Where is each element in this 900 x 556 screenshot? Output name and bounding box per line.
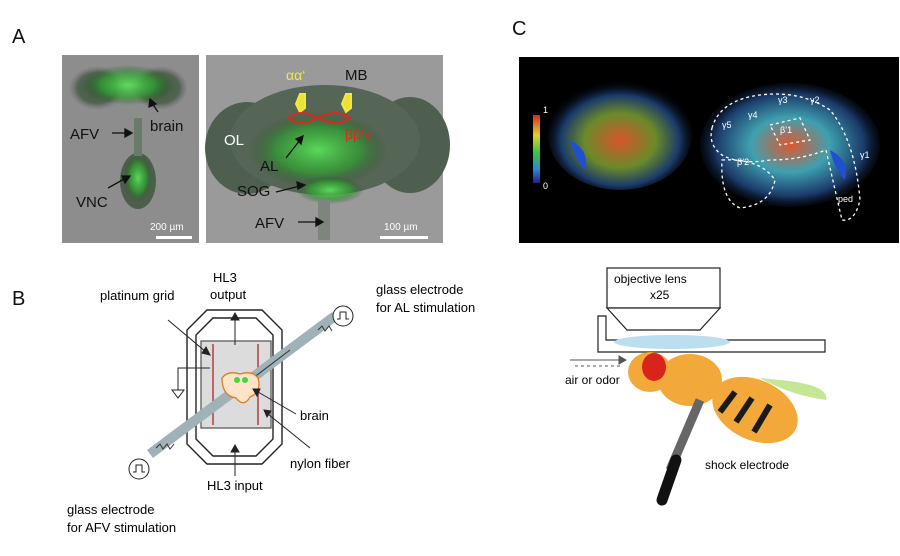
region-g5: γ5	[722, 120, 732, 130]
mb-aa-left	[294, 93, 306, 114]
label-platinum-grid: platinum grid	[100, 288, 174, 303]
region-b1: β’1	[780, 125, 792, 135]
label-hl3-output-2: output	[210, 287, 247, 302]
al-stimulator-icon	[332, 305, 354, 327]
holder-plate	[597, 315, 826, 353]
label-brain-b: brain	[300, 408, 329, 423]
ped-right	[830, 150, 846, 180]
water-drop	[614, 335, 730, 349]
label-aa: αα‘	[286, 67, 305, 83]
scale-bar-right	[380, 236, 428, 239]
bee-eye	[642, 353, 666, 381]
region-g3: γ3	[778, 95, 788, 105]
colorbar	[533, 115, 540, 183]
region-b2: β’2	[737, 157, 749, 167]
ped-left	[570, 140, 586, 170]
label-mb: MB	[345, 67, 368, 84]
label-glass-al-2: for AL stimulation	[376, 300, 475, 315]
label-al: AL	[260, 158, 278, 175]
afv-stimulator-icon	[128, 458, 150, 480]
bee-thorax	[658, 354, 722, 406]
mb-left-activity	[548, 80, 692, 190]
shock-electrode-tip	[656, 454, 682, 506]
region-ped: ped	[838, 194, 853, 204]
mb-aa-right	[340, 93, 352, 114]
colorbar-max: 1	[543, 105, 548, 115]
label-objective-2: x25	[650, 288, 670, 302]
region-g4: γ4	[748, 110, 758, 120]
region-g1: γ1	[860, 150, 870, 160]
label-brain: brain	[150, 118, 183, 135]
afv-nerve-right	[318, 200, 330, 240]
ground-icon	[171, 389, 185, 399]
objective-taper	[605, 307, 722, 331]
region-outlines	[710, 93, 861, 221]
label-afv-right: AFV	[255, 215, 284, 232]
label-shock-electrode: shock electrode	[705, 458, 789, 472]
label-hl3-input: HL3 input	[207, 478, 263, 493]
label-bb: ββ’γ	[345, 126, 371, 142]
ground-wire	[177, 367, 210, 390]
afv-nerve	[134, 118, 142, 156]
region-g2: γ2	[810, 95, 820, 105]
brain-fluor	[82, 65, 174, 105]
label-glass-afv-1: glass electrode	[67, 502, 154, 517]
label-air-or-odor: air or odor	[565, 373, 620, 387]
scale-bar-left	[156, 236, 192, 239]
label-ol: OL	[224, 132, 244, 149]
label-hl3-output-1: HL3	[213, 270, 237, 285]
scale-label-right: 100 µm	[384, 222, 418, 233]
label-afv-left: AFV	[70, 126, 99, 143]
panel-letter-a: A	[12, 26, 26, 48]
label-glass-al-1: glass electrode	[376, 282, 463, 297]
colorbar-min: 0	[543, 181, 548, 191]
panel-letter-b: B	[12, 288, 26, 310]
label-nylon-fiber: nylon fiber	[290, 456, 351, 471]
label-vnc: VNC	[76, 194, 108, 211]
vnc-fluor	[124, 154, 152, 202]
bee-illustration	[628, 352, 827, 506]
mb-right-activity	[700, 83, 880, 207]
objective-lens-box	[606, 267, 721, 309]
label-glass-afv-2: for AFV stimulation	[67, 520, 176, 535]
mb-bb-right	[315, 112, 352, 124]
panel-letter-c: C	[512, 18, 527, 40]
label-objective-1: objective lens	[614, 272, 687, 286]
bee-wing	[760, 378, 827, 400]
central-fluor	[248, 112, 388, 188]
al-mark-left	[234, 377, 240, 383]
label-sog: SOG	[237, 183, 270, 200]
al-mark-right	[242, 377, 248, 383]
sog-fluor	[296, 176, 364, 204]
scale-label-left: 200 µm	[150, 222, 184, 233]
